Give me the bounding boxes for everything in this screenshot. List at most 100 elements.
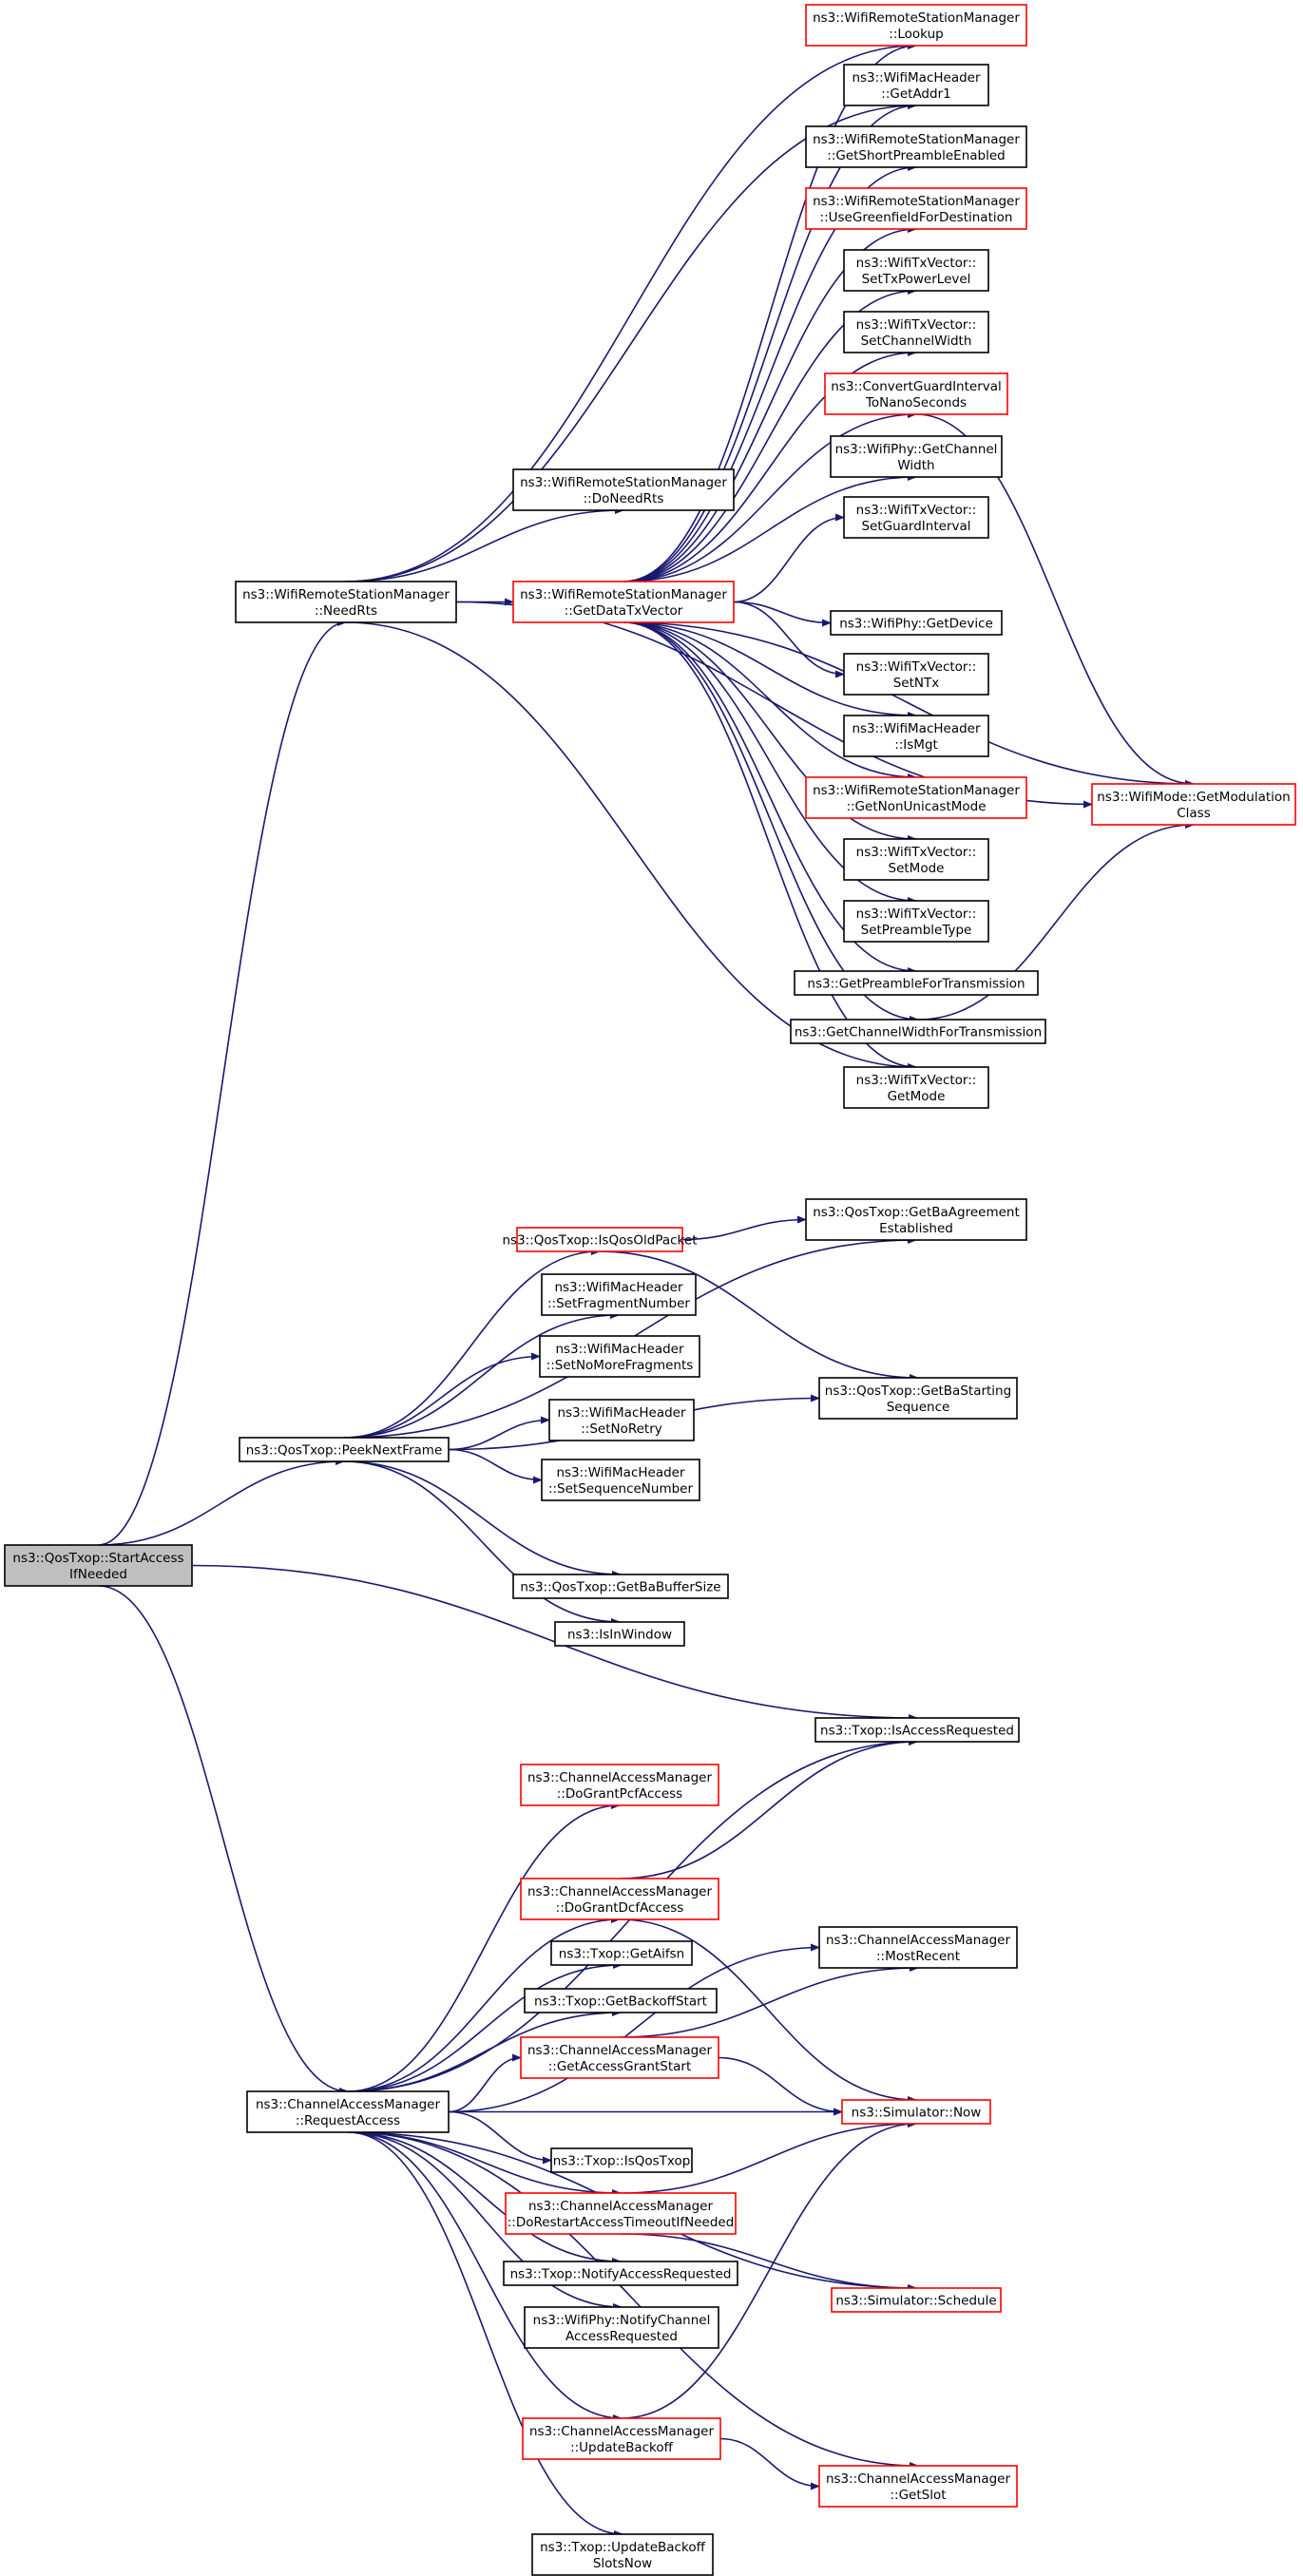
node-setFragNum[interactable]: ns3::WifiMacHeader::SetFragmentNumber <box>541 1273 697 1316</box>
edge-requestAccess-to-phyNotify <box>347 2131 623 2311</box>
node-label-line: ::SetNoRetry <box>581 1422 662 1437</box>
node-box <box>520 2036 719 2079</box>
node-baBufferSize[interactable]: ns3::QosTxop::GetBaBufferSize <box>512 1574 729 1599</box>
node-useGreenfield[interactable]: ns3::WifiRemoteStationManager::UseGreenf… <box>805 187 1027 230</box>
node-doGrantPcf[interactable]: ns3::ChannelAccessManager::DoGrantPcfAcc… <box>520 1764 719 1806</box>
edge-root-to-peekNextFrame <box>98 1458 345 1546</box>
edge-peekNextFrame-to-isQosOld <box>343 1248 601 1439</box>
node-box <box>831 2287 1002 2313</box>
node-label-line: ::UseGreenfieldForDestination <box>820 210 1013 225</box>
node-doRestart[interactable]: ns3::ChannelAccessManager::DoRestartAcce… <box>505 2192 737 2235</box>
edge-requestAccess-to-doGrantPcf <box>347 1802 621 2092</box>
node-label-line: Class <box>1177 806 1211 821</box>
node-box <box>843 311 989 353</box>
node-label-line: SetGuardInterval <box>861 519 970 534</box>
edge-doGrantDcf-to-simNow <box>619 1918 917 2104</box>
node-label-line: ns3::WifiPhy::NotifyChannel <box>533 2313 711 2328</box>
node-box <box>550 2147 693 2173</box>
node-label-line: ns3::Simulator::Schedule <box>835 2294 996 2309</box>
node-setNTx[interactable]: ns3::WifiTxVector::SetNTx <box>843 653 989 696</box>
edge-requestAccess-to-getAifsn <box>347 1961 623 2092</box>
node-doGrantDcf[interactable]: ns3::ChannelAccessManager::DoGrantDcfAcc… <box>520 1878 719 1920</box>
node-setChannelWidth[interactable]: ns3::WifiTxVector::SetChannelWidth <box>843 311 989 353</box>
node-simNow[interactable]: ns3::Simulator::Now <box>841 2099 991 2125</box>
node-label-line: ::GetAddr1 <box>881 86 950 102</box>
node-getDevice[interactable]: ns3::WifiPhy::GetDevice <box>830 610 1003 636</box>
edge-requestAccess-to-updateBackoffSlots <box>347 2131 623 2538</box>
node-label-line: ::Lookup <box>889 27 943 42</box>
node-label-line: ns3::WifiRemoteStationManager <box>813 10 1020 26</box>
node-label-line: ns3::WifiMacHeader <box>557 1405 686 1421</box>
node-requestAccess[interactable]: ns3::ChannelAccessManager::RequestAccess <box>246 2090 450 2133</box>
node-getMode[interactable]: ns3::WifiTxVector::GetMode <box>843 1066 989 1109</box>
node-getSlot[interactable]: ns3::ChannelAccessManager::GetSlot <box>818 2465 1018 2508</box>
node-getNonUnicast[interactable]: ns3::WifiRemoteStationManager::GetNonUni… <box>805 776 1027 819</box>
node-setMode[interactable]: ns3::WifiTxVector::SetMode <box>843 838 989 881</box>
edge-needRts-to-lookup <box>345 42 917 582</box>
node-label-line: ns3::WifiTxVector:: <box>856 1073 977 1088</box>
node-peekNextFrame[interactable]: ns3::QosTxop::PeekNextFrame <box>239 1437 450 1462</box>
node-lookup[interactable]: ns3::WifiRemoteStationManager::Lookup <box>805 4 1027 47</box>
node-getBackoffStart[interactable]: ns3::Txop::GetBackoffStart <box>524 1988 718 2013</box>
node-label-line: ns3::WifiTxVector:: <box>856 503 977 518</box>
node-mostRecent[interactable]: ns3::ChannelAccessManager::MostRecent <box>818 1926 1018 1969</box>
node-label-line: ::SetSequenceNumber <box>548 1481 694 1497</box>
node-label-line: Width <box>897 458 934 473</box>
node-label-line: ns3::ChannelAccessManager <box>256 2097 441 2112</box>
node-box <box>539 1335 700 1378</box>
node-isMgt[interactable]: ns3::WifiMacHeader::IsMgt <box>843 715 989 757</box>
edge-getDataTxVector-to-setTxPowerLevel <box>623 287 917 582</box>
node-simSchedule[interactable]: ns3::Simulator::Schedule <box>831 2287 1002 2313</box>
edge-getDataTxVector-to-setGuardInterval <box>733 513 845 603</box>
node-label-line: ::NeedRts <box>315 603 377 619</box>
node-label-line: ToNanoSeconds <box>865 395 967 410</box>
node-isAccessRequested[interactable]: ns3::Txop::IsAccessRequested <box>814 1717 1020 1743</box>
node-setSeqNum[interactable]: ns3::WifiMacHeader::SetSequenceNumber <box>541 1459 700 1501</box>
node-box <box>818 1377 1018 1420</box>
node-updateBackoff[interactable]: ns3::ChannelAccessManager::UpdateBackoff <box>522 2417 721 2460</box>
edge-updateBackoff-to-simNow <box>621 2120 917 2419</box>
node-setNoRetry[interactable]: ns3::WifiMacHeader::SetNoRetry <box>548 1399 695 1441</box>
node-isInWindow[interactable]: ns3::IsInWindow <box>554 1621 685 1647</box>
node-box <box>841 2099 991 2125</box>
node-label-line: ::RequestAccess <box>296 2113 400 2128</box>
node-getDataTxVector[interactable]: ns3::WifiRemoteStationManager::GetDataTx… <box>512 581 735 623</box>
node-label-line: Sequence <box>887 1400 950 1415</box>
node-phyGetChannelWidth[interactable]: ns3::WifiPhy::GetChannelWidth <box>830 435 1003 478</box>
edge-getDataTxVector-to-phyGetChannelWidth <box>623 473 917 582</box>
node-doNeedRts[interactable]: ns3::WifiRemoteStationManager::DoNeedRts <box>512 468 735 511</box>
edge-getDataTxVector-to-setMode <box>623 621 917 843</box>
node-getAifsn[interactable]: ns3::Txop::GetAifsn <box>550 1940 693 1966</box>
node-setTxPowerLevel[interactable]: ns3::WifiTxVector::SetTxPowerLevel <box>843 249 989 292</box>
node-label-line: ::MostRecent <box>876 1949 960 1964</box>
node-box <box>830 435 1003 478</box>
edge-root-to-needRts <box>98 619 347 1546</box>
node-label-line: IfNeeded <box>69 1567 127 1582</box>
node-getAccessGrant[interactable]: ns3::ChannelAccessManager::GetAccessGran… <box>520 2036 719 2079</box>
node-getChannelWidthForTx[interactable]: ns3::GetChannelWidthForTransmission <box>790 1019 1046 1044</box>
node-setNoMoreFrag[interactable]: ns3::WifiMacHeader::SetNoMoreFragments <box>539 1335 700 1378</box>
node-phyNotify[interactable]: ns3::WifiPhy::NotifyChannelAccessRequest… <box>524 2306 719 2349</box>
node-label-line: ::GetShortPreambleEnabled <box>827 148 1005 163</box>
edge-getDataTxVector-to-useGreenfield <box>623 225 917 582</box>
edge-doRestart-to-simNow <box>620 2120 917 2194</box>
node-needRts[interactable]: ns3::WifiRemoteStationManager::NeedRts <box>235 581 457 623</box>
node-box <box>520 1878 719 1920</box>
node-box <box>790 1019 1046 1044</box>
node-getPreambleForTx[interactable]: ns3::GetPreambleForTransmission <box>794 970 1039 996</box>
node-isQosOld[interactable]: ns3::QosTxop::IsQosOldPacket <box>503 1227 698 1252</box>
node-setPreambleType[interactable]: ns3::WifiTxVector::SetPreambleType <box>843 900 989 943</box>
node-getShortPreamble[interactable]: ns3::WifiRemoteStationManager::GetShortP… <box>805 125 1027 168</box>
node-getAddr1[interactable]: ns3::WifiMacHeader::GetAddr1 <box>843 64 989 106</box>
node-isQosTxop[interactable]: ns3::Txop::IsQosTxop <box>550 2147 693 2173</box>
edge-peekNextFrame-to-setNoRetry <box>448 1416 550 1451</box>
node-setGuardInterval[interactable]: ns3::WifiTxVector::SetGuardInterval <box>843 496 989 539</box>
node-label-line: ns3::WifiRemoteStationManager <box>520 587 727 602</box>
edge-getDataTxVector-to-setChannelWidth <box>623 349 917 582</box>
node-notifyAccessReq[interactable]: ns3::Txop::NotifyAccessRequested <box>503 2261 738 2286</box>
